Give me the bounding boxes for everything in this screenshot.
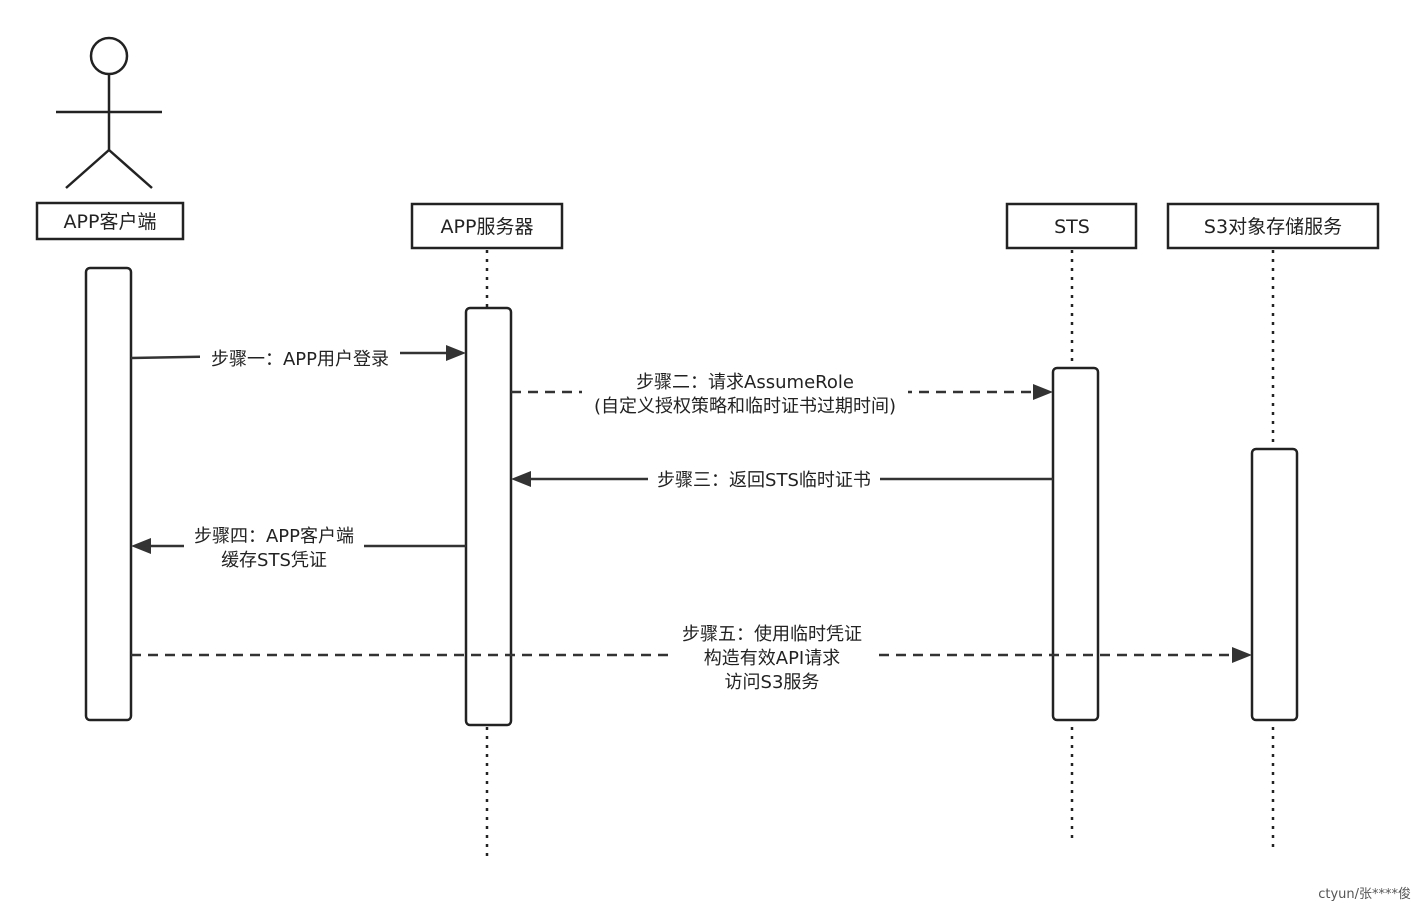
participant-client: APP客户端 — [35, 201, 185, 241]
participant-sts-label: STS — [1054, 216, 1090, 238]
participant-s3-label: S3对象存储服务 — [1204, 216, 1342, 238]
message-step2-label-line1: 步骤二：请求AssumeRole — [636, 372, 854, 393]
message-step4: 步骤四：APP客户端 缓存STS凭证 — [131, 522, 466, 572]
message-step5: 步骤五：使用临时凭证 构造有效API请求 访问S3服务 — [131, 620, 1252, 694]
participant-server: APP服务器 — [410, 202, 564, 250]
message-step1: 步骤一：APP用户登录 — [130, 345, 466, 371]
arrow-right-icon — [1232, 647, 1252, 663]
participant-server-label: APP服务器 — [441, 216, 534, 238]
watermark-text: ctyun/张****俊 — [1318, 887, 1411, 902]
actor-icon — [56, 36, 162, 189]
participant-sts: STS — [1005, 202, 1138, 250]
participant-client-label: APP客户端 — [64, 211, 157, 233]
message-step2: 步骤二：请求AssumeRole (自定义授权策略和临时证书过期时间) — [511, 368, 1053, 418]
activation-client — [84, 266, 133, 722]
message-step3: 步骤三：返回STS临时证书 — [511, 466, 1053, 492]
activation-s3 — [1250, 447, 1299, 722]
activation-server — [464, 306, 513, 727]
arrow-right-icon — [1033, 384, 1053, 400]
activation-sts — [1051, 366, 1100, 722]
arrow-right-icon — [446, 345, 466, 361]
arrow-left-icon — [131, 538, 151, 554]
message-step5-label-line2: 构造有效API请求 — [704, 648, 840, 669]
message-step5-label-line1: 步骤五：使用临时凭证 — [682, 624, 862, 645]
message-step1-label: 步骤一：APP用户登录 — [211, 349, 389, 370]
message-step5-label-line3: 访问S3服务 — [725, 672, 820, 693]
message-step2-label-line2: (自定义授权策略和临时证书过期时间) — [594, 396, 896, 417]
message-step3-label: 步骤三：返回STS临时证书 — [657, 470, 871, 491]
arrow-left-icon — [511, 471, 531, 487]
participant-s3: S3对象存储服务 — [1166, 202, 1380, 250]
message-step4-label-line1: 步骤四：APP客户端 — [194, 526, 354, 547]
message-step4-label-line2: 缓存STS凭证 — [221, 550, 327, 571]
